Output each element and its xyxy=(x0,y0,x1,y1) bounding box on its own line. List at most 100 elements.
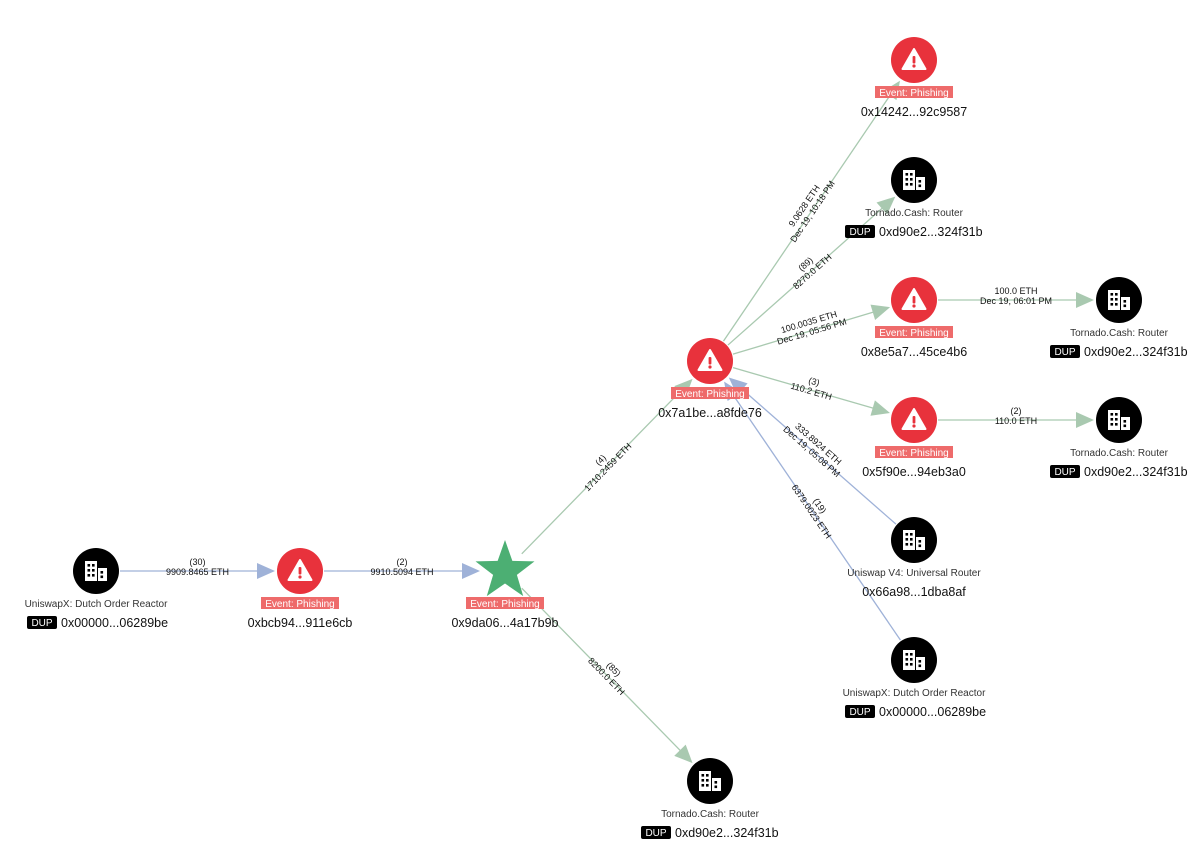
edge-label: (89)8270.0 ETH xyxy=(791,252,834,291)
event-badge-label: Event: Phishing xyxy=(265,599,335,610)
node-address[interactable]: 0xd90e2...324f31b xyxy=(1084,345,1188,359)
building-icon xyxy=(903,650,925,670)
building-icon xyxy=(699,771,721,791)
node-address[interactable]: 0x00000...06289be xyxy=(879,705,986,719)
edge-label: (3)110.2 ETH xyxy=(790,375,833,402)
dup-badge-label: DUP xyxy=(1054,347,1075,358)
node-5f90e[interactable]: Event: Phishing 0x5f90e...94eb3a0 xyxy=(862,397,966,479)
node-7a1be[interactable]: Event: Phishing 0x7a1be...a8fde76 xyxy=(658,338,762,420)
event-badge-label: Event: Phishing xyxy=(470,599,540,610)
edge-bcb94-to-9da06[interactable]: (2)9910.5094 ETH xyxy=(324,557,480,579)
entity-name: Tornado.Cash: Router xyxy=(865,208,964,219)
edge-label-line: 1710.2459 ETH xyxy=(582,441,633,493)
node-bcb94[interactable]: Event: Phishing 0xbcb94...911e6cb xyxy=(248,548,353,630)
warning-icon xyxy=(287,559,313,581)
building-icon xyxy=(1108,410,1130,430)
node-address[interactable]: 0x00000...06289be xyxy=(61,616,168,630)
building-icon xyxy=(903,530,925,550)
edge-line xyxy=(738,386,897,525)
edge-label: (19)6379.0023 ETH xyxy=(790,483,834,541)
node-address[interactable]: 0x5f90e...94eb3a0 xyxy=(862,465,966,479)
event-badge-label: Event: Phishing xyxy=(879,328,949,339)
edge-arrowhead xyxy=(1076,412,1094,428)
node-address[interactable]: 0xd90e2...324f31b xyxy=(1084,465,1188,479)
edge-label: (2)9910.5094 ETH xyxy=(370,557,433,577)
dup-badge xyxy=(845,225,875,238)
entity-name: Tornado.Cash: Router xyxy=(1070,328,1169,339)
edges-layer: (30)9909.8465 ETH(2)9910.5094 ETH(4)1710… xyxy=(120,80,1094,764)
event-badge xyxy=(261,597,339,609)
warning-icon xyxy=(901,48,927,70)
node-8e5a7[interactable]: Event: Phishing 0x8e5a7...45ce4b6 xyxy=(861,277,967,359)
dup-badge-label: DUP xyxy=(31,618,52,629)
node-address[interactable]: 0x8e5a7...45ce4b6 xyxy=(861,345,967,359)
dup-badge xyxy=(1050,345,1080,358)
building-icon xyxy=(903,170,925,190)
dup-badge xyxy=(1050,465,1080,478)
edge-arrowhead xyxy=(674,744,693,764)
node-address[interactable]: 0xd90e2...324f31b xyxy=(675,826,779,840)
edge-arrowhead xyxy=(728,377,748,396)
dup-badge xyxy=(27,616,57,629)
edge-label-line: 9909.8465 ETH xyxy=(166,567,229,577)
entity-name: Tornado.Cash: Router xyxy=(1070,448,1169,459)
entity-name: UniswapX: Dutch Order Reactor xyxy=(25,599,169,610)
edge-label-line: 9910.5094 ETH xyxy=(370,567,433,577)
edge-line xyxy=(732,310,877,355)
edge-5f90e-to-tc_r2[interactable]: (2)110.0 ETH xyxy=(938,406,1094,428)
edge-label-line: (30) xyxy=(189,557,205,567)
event-badge-label: Event: Phishing xyxy=(675,389,745,400)
edge-uniswapx_right-to-7a1be[interactable]: (19)6379.0023 ETH xyxy=(724,381,902,641)
node-address[interactable]: 0x66a98...1dba8af xyxy=(862,585,966,599)
node-14242[interactable]: Event: Phishing 0x14242...92c9587 xyxy=(861,37,967,119)
building-icon xyxy=(85,561,107,581)
building-icon xyxy=(1108,290,1130,310)
node-address[interactable]: 0x9da06...4a17b9b xyxy=(451,616,558,630)
node-address[interactable]: 0xbcb94...911e6cb xyxy=(248,616,353,630)
node-address[interactable]: 0xd90e2...324f31b xyxy=(879,225,983,239)
node-9da06[interactable]: Event: Phishing 0x9da06...4a17b9b xyxy=(451,540,559,630)
dup-badge-label: DUP xyxy=(645,828,666,839)
edge-9da06-to-tc_bottom[interactable]: (85)8200.0 ETH xyxy=(521,587,693,764)
edge-arrowhead xyxy=(257,563,275,579)
star-icon xyxy=(475,540,535,597)
event-badge-label: Event: Phishing xyxy=(879,448,949,459)
edge-label: (2)110.0 ETH xyxy=(995,406,1037,426)
edge-arrowhead xyxy=(462,563,480,579)
edge-line xyxy=(521,388,684,555)
event-badge xyxy=(671,387,749,399)
warning-icon xyxy=(697,349,723,371)
edge-arrowhead xyxy=(870,304,891,320)
event-badge xyxy=(875,326,953,338)
edge-label-line: 8270.0 ETH xyxy=(791,252,834,291)
edge-label-line: 6379.0023 ETH xyxy=(790,483,834,541)
edge-arrowhead xyxy=(1076,292,1094,308)
edge-uniswapx_left-to-bcb94[interactable]: (30)9909.8465 ETH xyxy=(120,557,275,579)
node-address[interactable]: 0x7a1be...a8fde76 xyxy=(658,406,762,420)
edge-label-line: (3) xyxy=(807,375,820,388)
edge-label-line: (2) xyxy=(397,557,408,567)
node-univ4[interactable]: Uniswap V4: Universal Router0x66a98...1d… xyxy=(847,517,981,599)
entity-name: UniswapX: Dutch Order Reactor xyxy=(843,688,987,699)
edge-label-line: (2) xyxy=(1011,406,1022,416)
node-address[interactable]: 0x14242...92c9587 xyxy=(861,105,967,119)
edge-line xyxy=(731,392,902,641)
event-badge-label: Event: Phishing xyxy=(879,88,949,99)
edge-label: (30)9909.8465 ETH xyxy=(166,557,229,577)
edge-label-line: 8200.0 ETH xyxy=(586,656,627,697)
warning-icon xyxy=(901,288,927,310)
event-badge xyxy=(875,446,953,458)
edge-label: (85)8200.0 ETH xyxy=(586,656,627,697)
edge-label: (4)1710.2459 ETH xyxy=(582,441,633,493)
event-badge xyxy=(466,597,544,609)
edge-arrowhead xyxy=(870,400,890,416)
